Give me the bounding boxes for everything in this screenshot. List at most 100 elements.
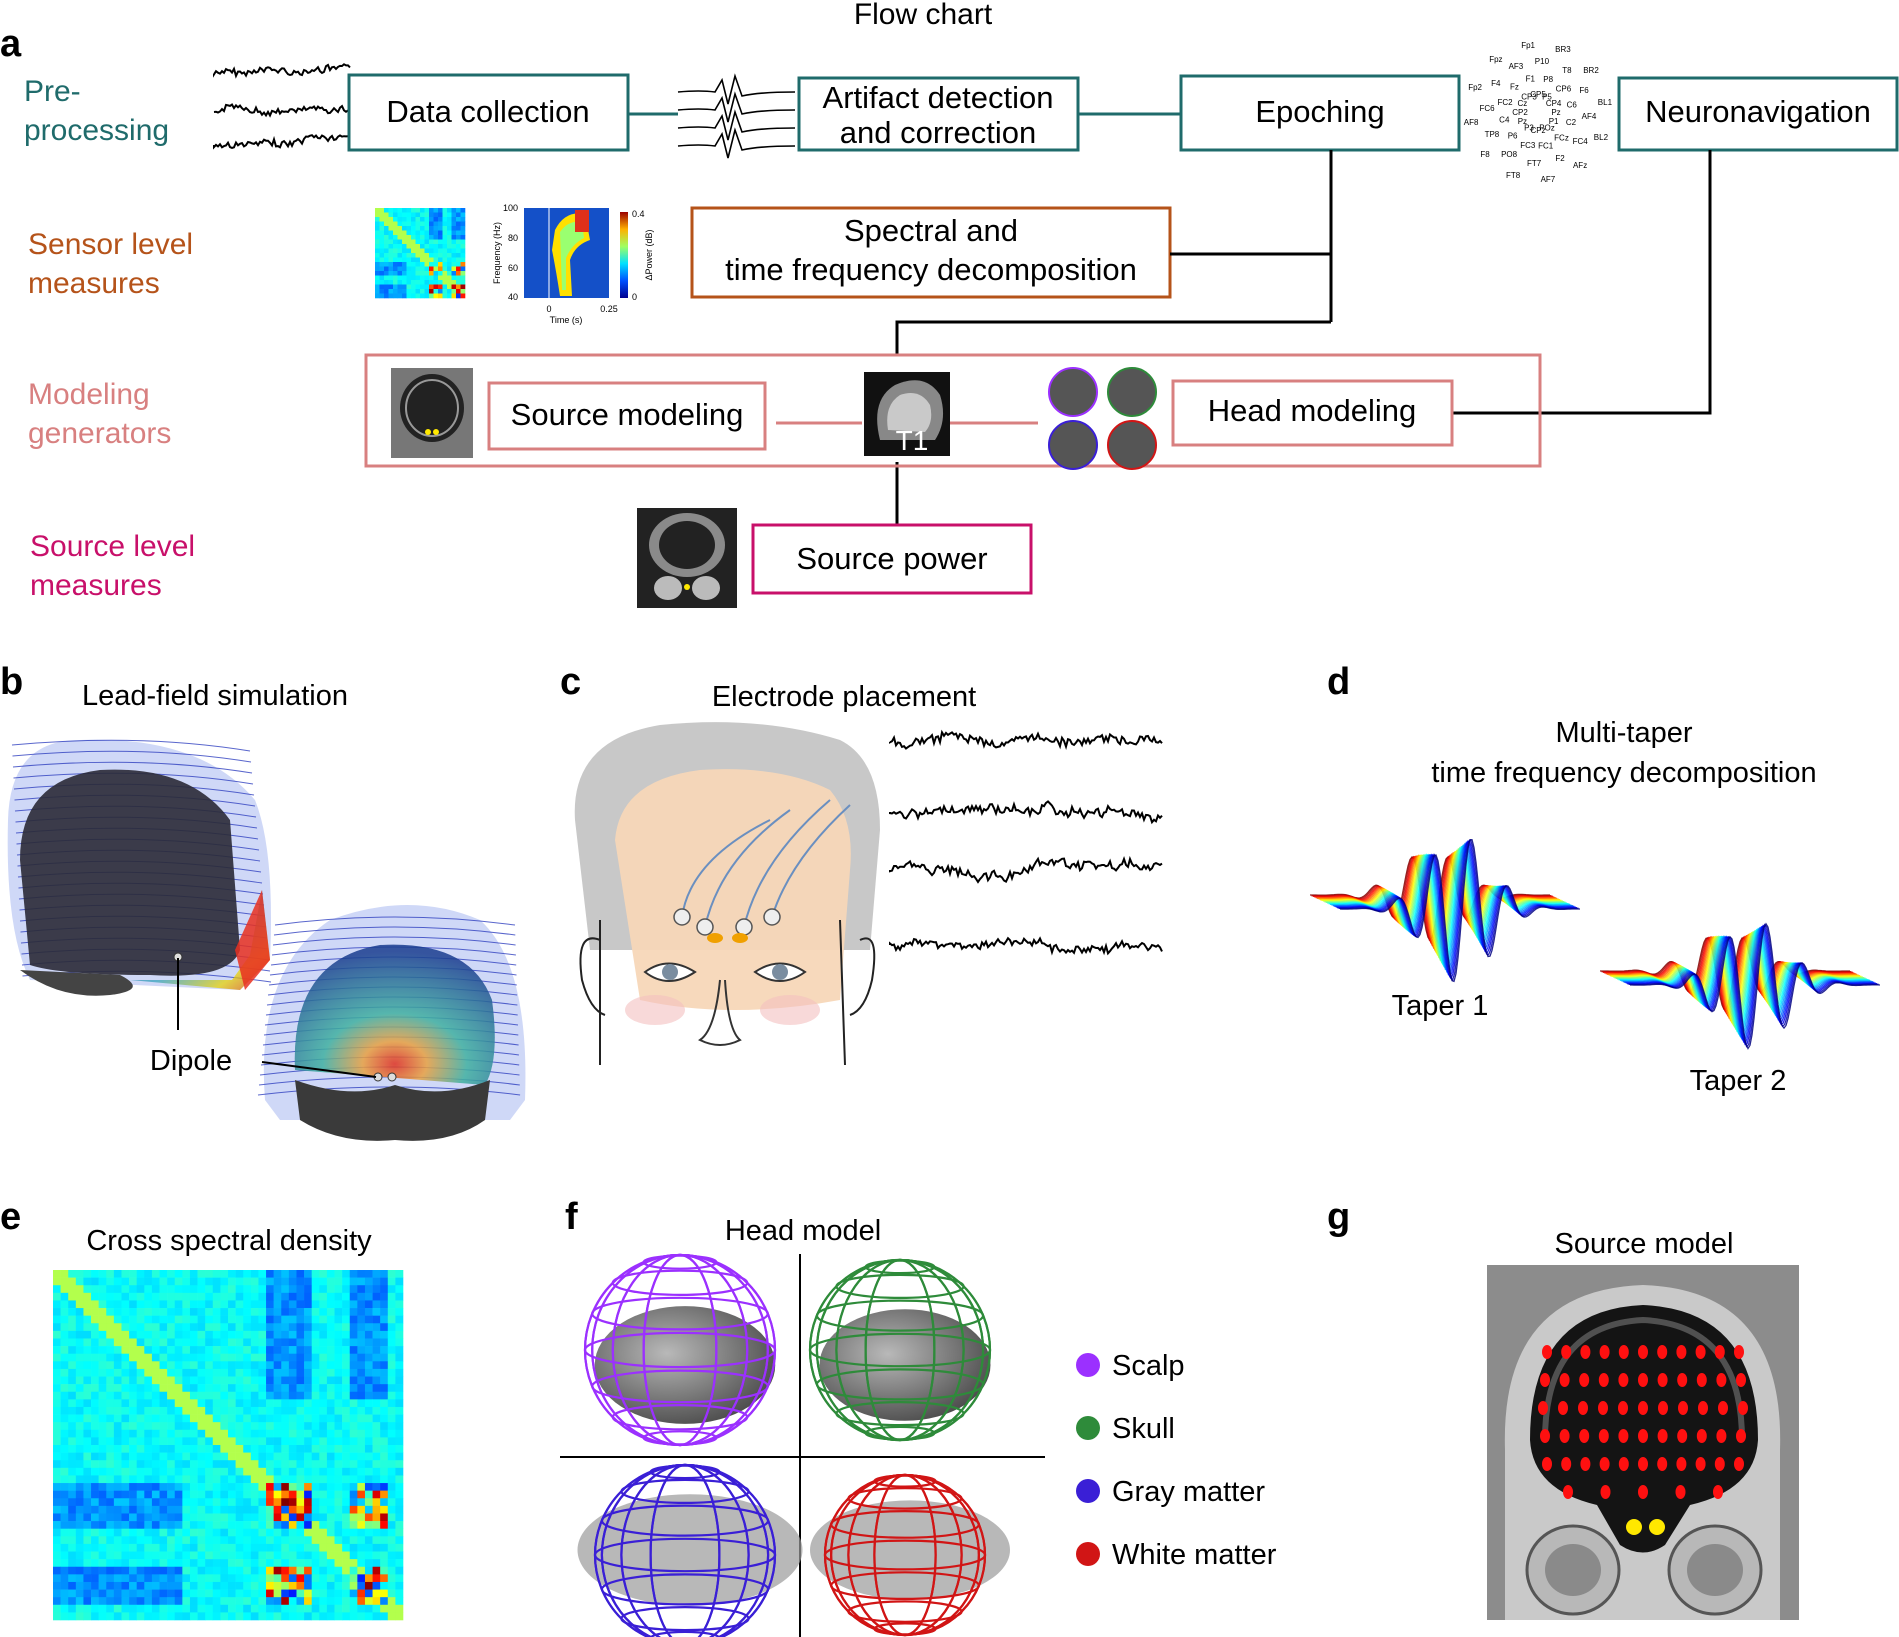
csd-cell <box>91 1445 99 1453</box>
csd-cell <box>53 1521 61 1529</box>
csd-cell <box>342 1536 351 1545</box>
csd-cell <box>68 1429 77 1438</box>
csd-cell <box>174 1308 183 1316</box>
electrode-label: P1 <box>1549 117 1559 126</box>
csd-cell <box>447 275 452 281</box>
csd-cell <box>129 1323 137 1332</box>
csd-cell <box>197 1498 206 1507</box>
csd-cell <box>387 1574 396 1583</box>
csd-cell <box>424 271 430 276</box>
csd-cell <box>75 1543 84 1552</box>
csd-cell <box>60 1285 69 1294</box>
csd-cell <box>451 230 457 236</box>
csd-cell <box>266 1270 274 1278</box>
csd-cell <box>75 1505 84 1514</box>
csd-cell <box>121 1460 130 1469</box>
csd-cell <box>380 1391 389 1400</box>
csd-cell <box>235 1353 244 1362</box>
csd-cell <box>288 1391 297 1400</box>
csd-cell <box>281 1566 290 1575</box>
csd-cell <box>91 1597 99 1606</box>
csd-cell <box>395 1338 404 1347</box>
csd-cell <box>258 1300 267 1309</box>
csd-cell <box>429 293 434 299</box>
csd-cell <box>420 275 425 281</box>
csd-cell <box>364 1353 373 1362</box>
csd-cell <box>174 1445 183 1453</box>
electrode-label: CP5 <box>1530 90 1546 99</box>
csd-cell <box>228 1338 236 1347</box>
csd-cell <box>83 1277 92 1286</box>
csd-cell <box>349 1406 358 1415</box>
csd-cell <box>53 1467 61 1476</box>
csd-cell <box>136 1513 145 1522</box>
csd-cell <box>243 1277 252 1286</box>
csd-cell <box>311 1445 320 1453</box>
csd-cell <box>220 1308 229 1316</box>
csd-cell <box>189 1452 198 1461</box>
csd-cell <box>273 1406 282 1415</box>
csd-cell <box>296 1270 305 1278</box>
csd-cell <box>364 1505 373 1514</box>
csd-cell <box>304 1277 312 1286</box>
csd-cell <box>174 1597 183 1606</box>
csd-cell <box>372 1604 381 1613</box>
csd-cell <box>250 1277 259 1286</box>
csd-cell <box>372 1528 381 1537</box>
csd-cell <box>174 1505 183 1514</box>
csd-cell <box>53 1528 61 1537</box>
csd-cell <box>266 1384 274 1393</box>
csd-cell <box>380 1429 389 1438</box>
csd-cell <box>424 244 430 249</box>
csd-cell <box>197 1277 206 1286</box>
csd-cell <box>212 1445 221 1453</box>
csd-cell <box>387 1498 396 1507</box>
csd-cell <box>197 1505 206 1514</box>
csd-cell <box>411 253 416 258</box>
csd-cell <box>228 1566 236 1575</box>
csd-cell <box>174 1277 183 1286</box>
csd-cell <box>91 1361 99 1370</box>
csd-cell <box>60 1270 69 1278</box>
csd-cell <box>60 1513 69 1522</box>
csd-cell <box>334 1483 343 1491</box>
csd-cell <box>136 1315 145 1324</box>
csd-cell <box>387 1277 396 1286</box>
csd-cell <box>424 208 430 213</box>
csd-cell <box>304 1460 312 1469</box>
csd-cell <box>372 1361 381 1370</box>
csd-cell <box>113 1422 122 1431</box>
csd-cell <box>288 1483 297 1491</box>
csd-cell <box>296 1536 305 1545</box>
csd-cell <box>75 1445 84 1453</box>
csd-cell <box>357 1422 366 1431</box>
csd-cell <box>372 1551 381 1560</box>
csd-cell <box>136 1270 145 1278</box>
csd-cell <box>60 1604 69 1613</box>
csd-cell <box>326 1551 335 1560</box>
csd-cell <box>106 1399 115 1408</box>
csd-cell <box>379 208 385 213</box>
csd-cell <box>304 1330 312 1339</box>
csd-cell <box>296 1361 305 1370</box>
csd-cell <box>197 1513 206 1522</box>
csd-cell <box>60 1559 69 1568</box>
csd-cell <box>53 1612 61 1621</box>
csd-cell <box>364 1292 373 1301</box>
csd-cell <box>380 1277 389 1286</box>
csd-cell <box>380 1490 389 1499</box>
source-point <box>1738 1401 1748 1415</box>
csd-cell <box>75 1346 84 1354</box>
csd-cell <box>375 271 380 276</box>
csd-cell <box>144 1300 153 1309</box>
csd-cell <box>258 1543 267 1552</box>
csd-cell <box>189 1285 198 1294</box>
csd-cell <box>151 1521 160 1529</box>
csd-cell <box>319 1505 328 1514</box>
csd-cell <box>106 1490 115 1499</box>
csd-cell <box>380 1460 389 1469</box>
csd-cell <box>174 1384 183 1393</box>
csd-cell <box>182 1498 191 1507</box>
csd-cell <box>228 1353 236 1362</box>
csd-cell <box>304 1346 312 1354</box>
